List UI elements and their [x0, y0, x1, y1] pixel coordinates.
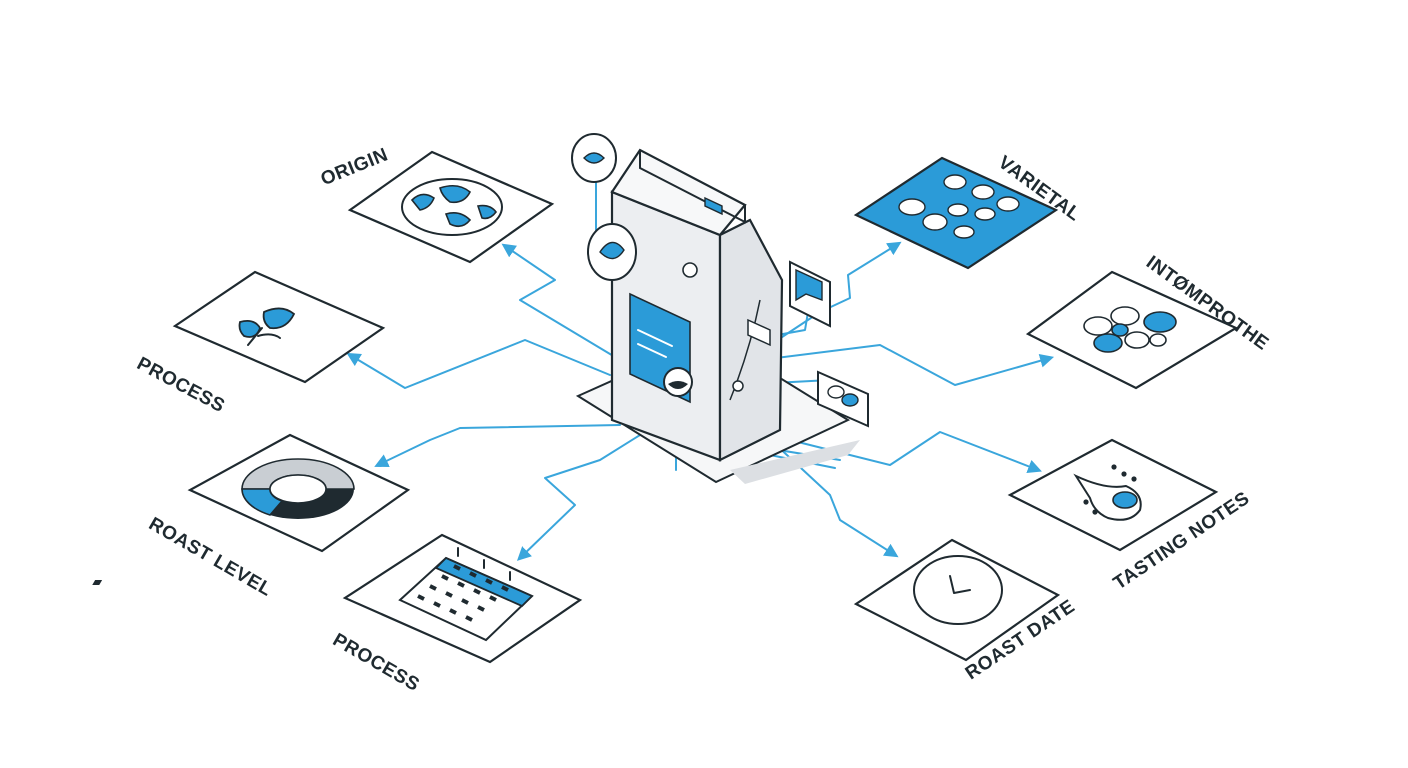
badge-beans: [817, 370, 869, 428]
connector-roast-level: [374, 424, 621, 468]
tile-varietal: [853, 156, 1059, 270]
clock-icon: [913, 555, 1003, 625]
tile-intomprothe: [1025, 270, 1239, 390]
leaf-icon: [238, 307, 296, 346]
pin-leaf: [587, 223, 637, 281]
calendar-icon: [92, 547, 534, 642]
tile-origin: [347, 150, 555, 264]
tile-process-top: [172, 270, 386, 384]
tile-tasting-notes: [1007, 438, 1219, 552]
coffee-bag-icon: [575, 148, 860, 484]
connector-intomprothe: [759, 344, 1055, 386]
connector-process-top: [346, 339, 611, 389]
connector-process-bottom: [516, 434, 641, 561]
tile-roast-level: [187, 433, 411, 553]
connector-origin: [501, 243, 621, 361]
beans-grid-icon: [898, 174, 1020, 239]
badge-flag: [789, 260, 831, 328]
pin-top: [571, 133, 617, 183]
donut-gauge-icon: [241, 458, 355, 519]
tile-roast-date: [853, 538, 1061, 662]
cluster-icon: [1083, 306, 1177, 353]
tile-process-bottom: [92, 533, 583, 664]
droplet-icon: [1073, 464, 1142, 521]
globe-icon: [401, 178, 503, 236]
connector-varietal: [769, 241, 902, 346]
